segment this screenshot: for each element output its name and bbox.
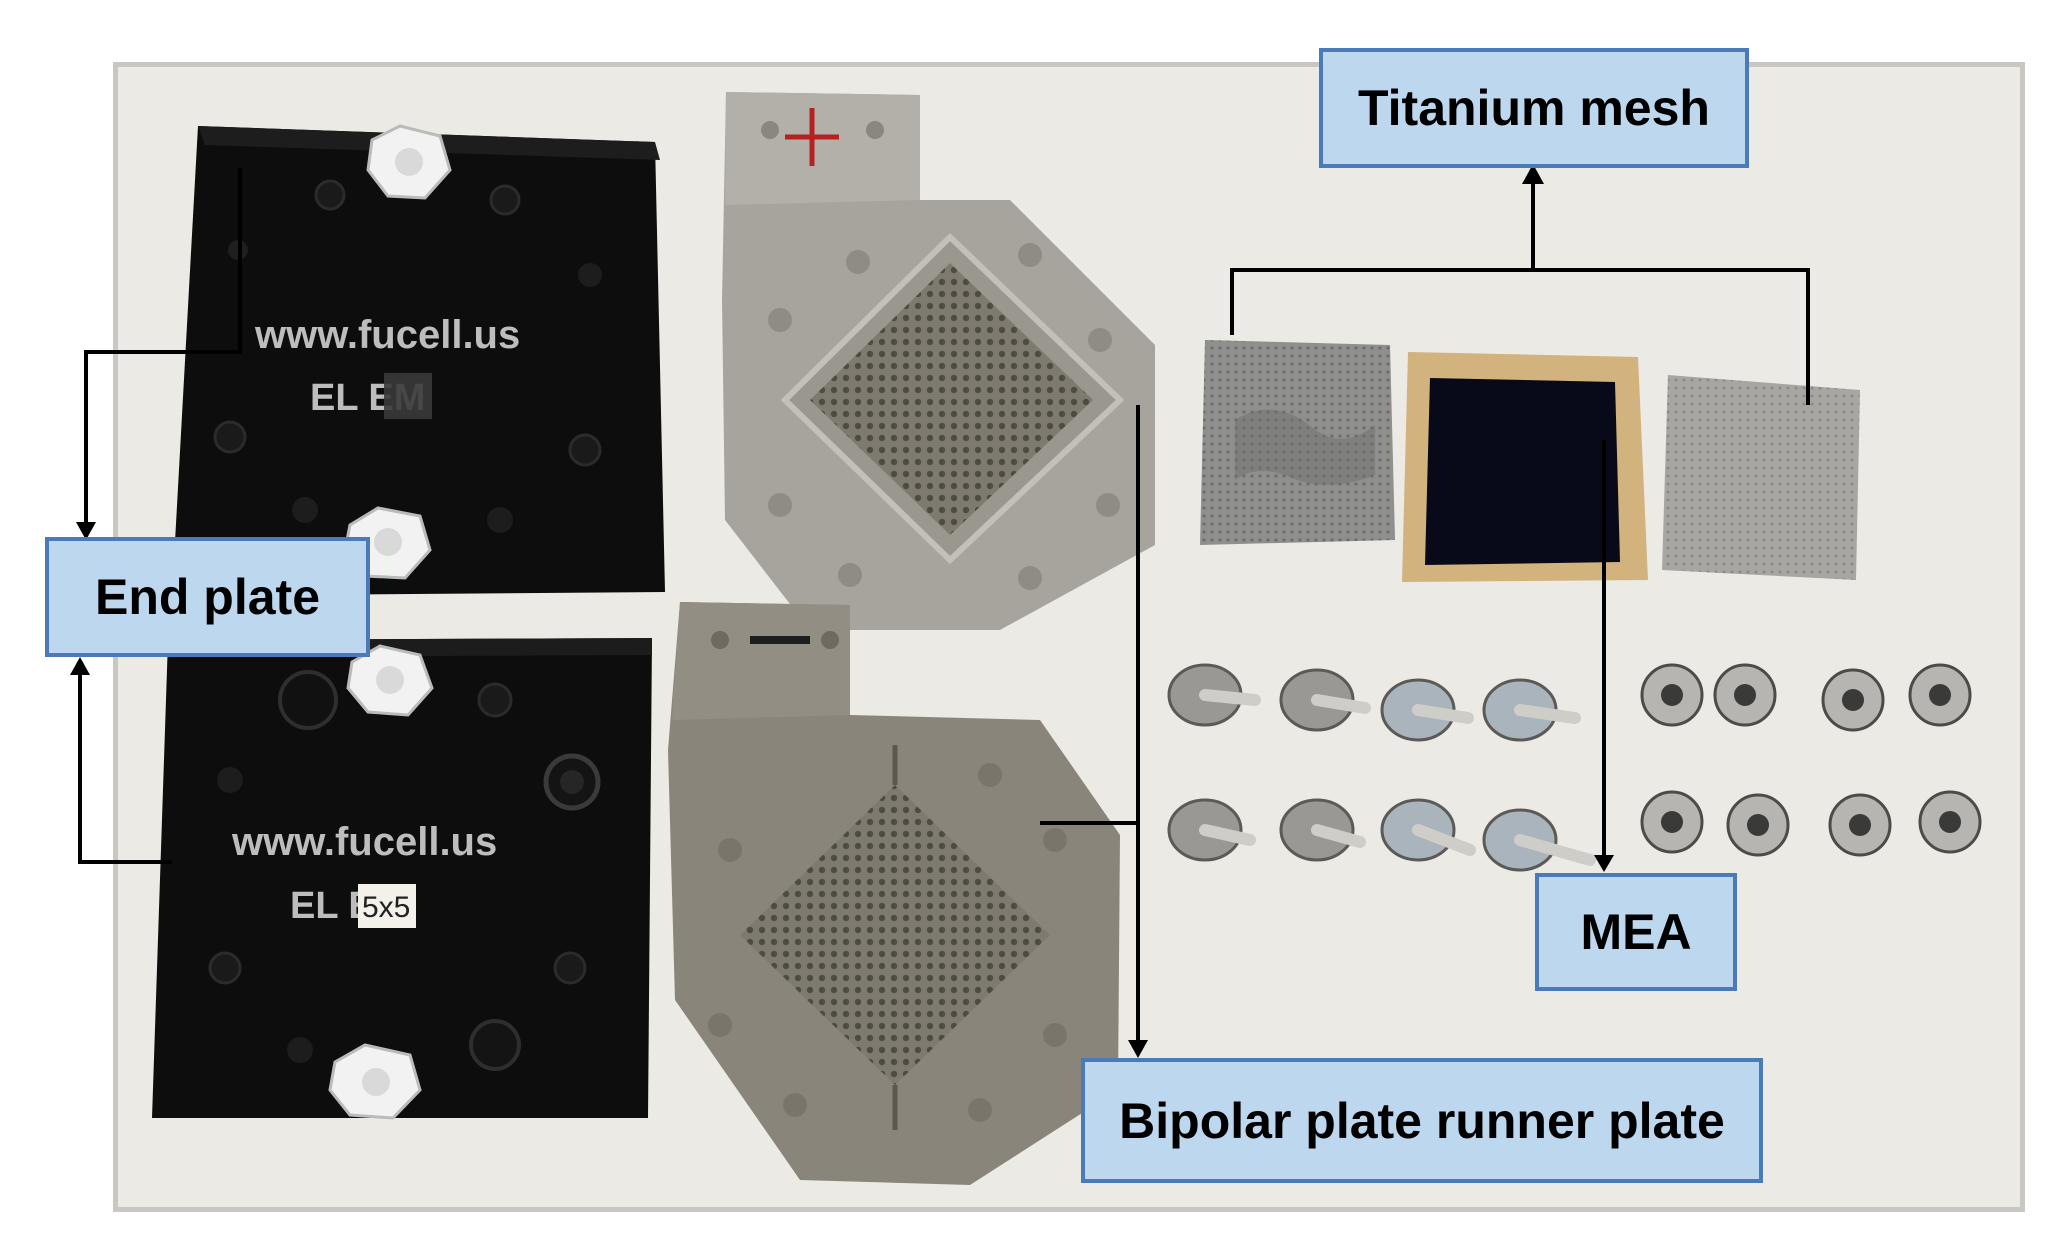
mea-sheet	[1402, 352, 1648, 582]
mea-label: MEA	[1535, 873, 1737, 991]
tape-note: 5x5	[362, 891, 410, 924]
bipolar-plate-top	[722, 92, 1155, 630]
end-plate-bottom-url: www.fucell.us	[231, 820, 497, 864]
titanium-mesh-left	[1200, 340, 1395, 545]
arrowheads	[70, 164, 1614, 1058]
end-plate-bottom: www.fucell.us EL EM 5x5	[152, 638, 652, 1120]
end-plate-top-url: www.fucell.us	[254, 313, 520, 357]
nut-centers	[1661, 684, 1961, 836]
end-plate-top: www.fucell.us EL EM	[172, 124, 665, 596]
titanium-mesh-right	[1662, 375, 1860, 580]
end-plate-label: End plate	[45, 537, 370, 657]
annotation-lines	[78, 168, 1810, 1040]
bolt-shafts	[1199, 689, 1596, 866]
titanium-mesh-label: Titanium mesh	[1319, 48, 1749, 168]
bipolar-plate-bottom	[668, 602, 1120, 1185]
bipolar-plate-label: Bipolar plate runner plate	[1081, 1058, 1763, 1183]
